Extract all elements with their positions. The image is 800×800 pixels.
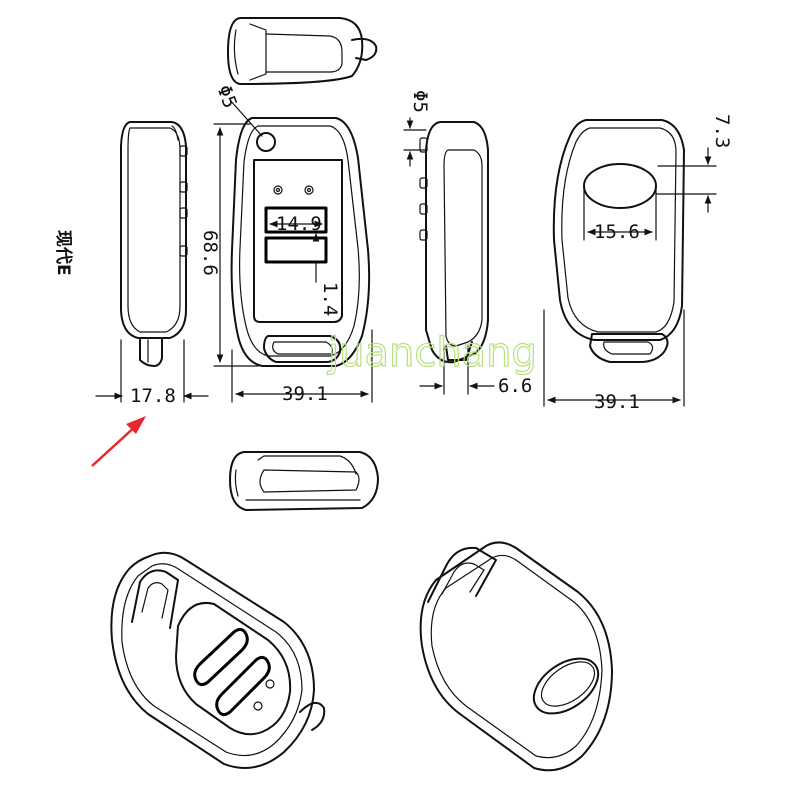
top-view [227,17,378,85]
dim-hole-right: Φ5 [409,90,431,113]
dim-button-gap: 1.4 [319,282,341,316]
dim-height: 68.6 [199,230,221,276]
model-label: 现代E [53,230,74,276]
watermark: juanchang [327,330,537,376]
right-side-view [419,121,489,364]
dim-thickness: 17.8 [130,385,176,407]
left-side-view [120,121,188,367]
isometric-front-view [110,551,326,769]
bottom-view [229,451,379,511]
dim-side-thickness: 6.6 [498,375,532,397]
dim-width-back: 39.1 [594,391,640,413]
dim-battery-offset: 7.3 [711,114,733,148]
dimension-lines [95,99,717,407]
dim-width-front: 39.1 [282,383,328,405]
dim-button-width: 14.9 [276,213,322,235]
dim-battery-width: 15.6 [594,221,640,243]
isometric-back-view [419,541,613,772]
front-view [230,117,371,367]
back-view [552,119,685,363]
red-pointer-arrow-icon [91,416,146,467]
